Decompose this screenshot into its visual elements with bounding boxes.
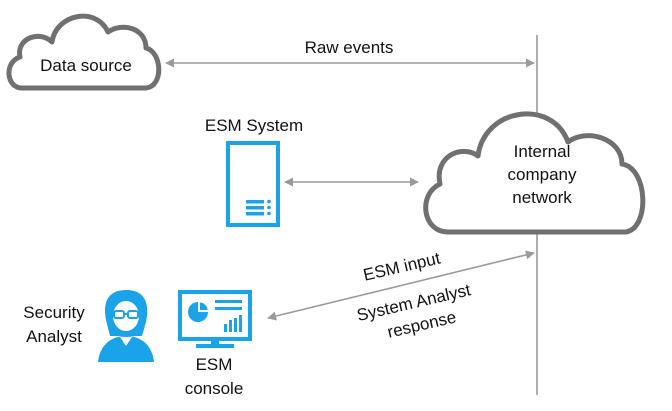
security-analyst-label-line2: Analyst [26, 327, 82, 346]
esm-system-label: ESM System [205, 116, 303, 135]
esm-console-label-line1: ESM [196, 355, 233, 374]
internal-network-node: Internal company network [423, 111, 646, 235]
internal-network-label-line2: company [508, 165, 577, 184]
security-analyst-label-line1: Security [23, 303, 85, 322]
server-icon [226, 141, 280, 227]
person-icon [98, 290, 154, 362]
monitor-dashboard-icon [178, 290, 252, 348]
data-source-node: Data source [6, 13, 162, 91]
data-source-label: Data source [40, 56, 132, 75]
cloud-icon [423, 111, 646, 235]
internal-network-label-line3: network [512, 188, 572, 207]
esm-console-label-line2: console [185, 379, 244, 398]
esm-input-label: ESM input [361, 249, 442, 285]
esm-console-node: ESM console [178, 290, 252, 398]
cloud-icon [6, 13, 162, 91]
console-network-edge: ESM input System Analyst response [267, 249, 535, 342]
console-network-arrow [267, 250, 535, 321]
raw-events-label: Raw events [305, 38, 394, 57]
esm-system-node: ESM System [205, 116, 303, 227]
security-analyst-node: Security Analyst [23, 290, 154, 362]
internal-network-label-line1: Internal [514, 142, 571, 161]
raw-events-edge: Raw events [165, 38, 535, 68]
